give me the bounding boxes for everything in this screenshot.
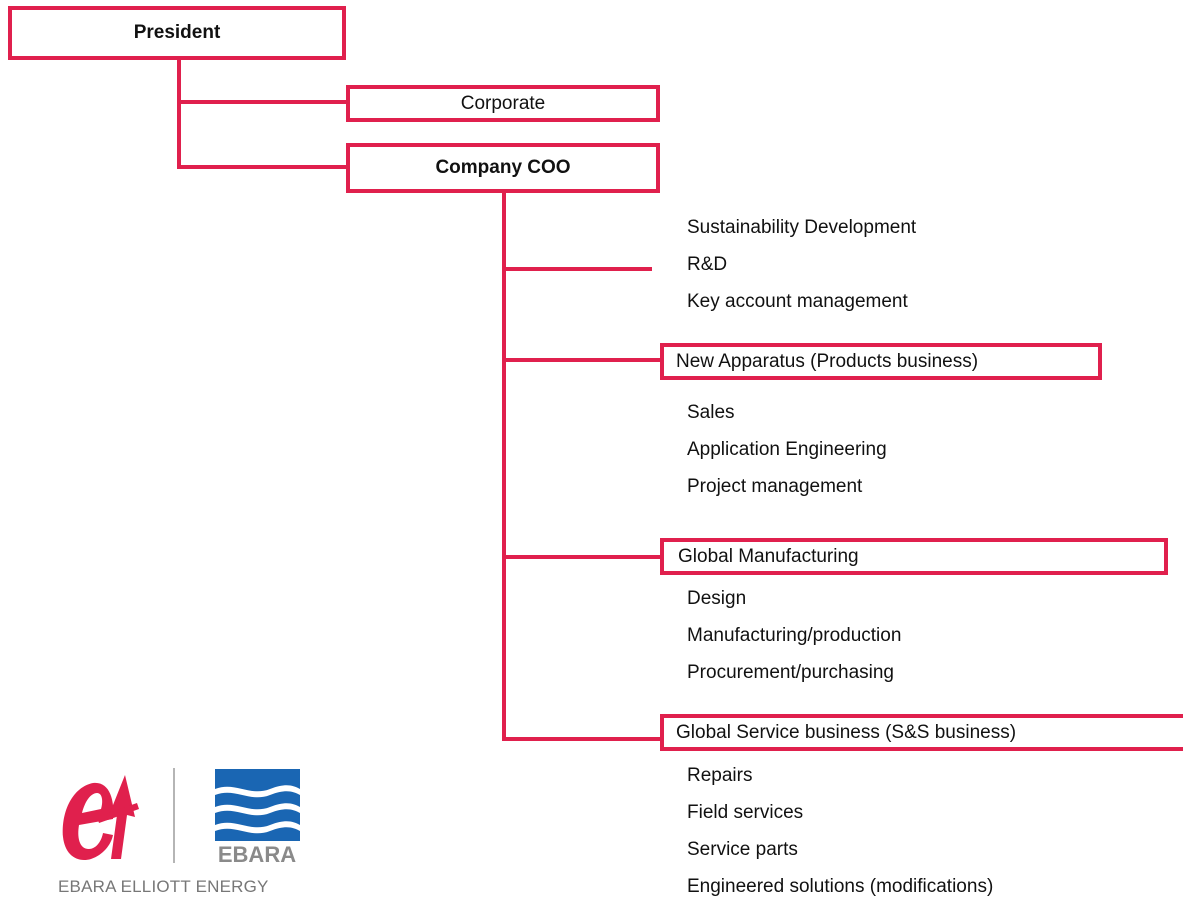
global-service-box: Global Service business (S&S business) <box>660 714 1183 751</box>
company-coo-box: Company COO <box>346 143 660 193</box>
company-name: EBARA ELLIOTT ENERGY <box>58 877 269 896</box>
list-item: Sustainability Development <box>687 217 917 238</box>
ebara-elliott-logo-icon: EBARA <box>62 768 300 867</box>
company-coo-label: Company COO <box>435 157 571 178</box>
connector-to-new-apparatus <box>502 358 660 362</box>
ebara-wordmark: EBARA <box>218 842 296 867</box>
president-box: President <box>8 6 346 60</box>
list-item: Repairs <box>687 765 753 786</box>
new-apparatus-box: New Apparatus (Products business) <box>660 343 1102 380</box>
list-item: Application Engineering <box>687 439 887 460</box>
list-item: Project management <box>687 476 863 497</box>
list-item: Procurement/purchasing <box>687 662 894 683</box>
list-item: Design <box>687 588 747 609</box>
connector-to-coo-functions <box>502 267 652 271</box>
global-service-label: Global Service business (S&S business) <box>676 721 1017 743</box>
list-item: Field services <box>687 802 804 823</box>
connector-to-global-manufacturing <box>502 555 660 559</box>
list-item: Sales <box>687 402 735 423</box>
connector-coo-trunk <box>502 190 506 741</box>
corporate-label: Corporate <box>460 92 546 114</box>
list-item: Service parts <box>687 839 798 860</box>
list-item: Manufacturing/production <box>687 625 902 646</box>
president-label: President <box>133 22 221 43</box>
list-item: R&D <box>687 254 728 275</box>
corporate-box: Corporate <box>346 85 660 122</box>
global-manufacturing-label: Global Manufacturing <box>678 545 859 567</box>
connector-to-global-service <box>502 737 660 741</box>
connector-to-coo <box>177 165 349 169</box>
list-item: Engineered solutions (modifications) <box>687 876 994 897</box>
connector-president-trunk <box>177 57 181 169</box>
new-apparatus-label: New Apparatus (Products business) <box>676 350 979 372</box>
list-item: Key account management <box>687 291 908 312</box>
global-manufacturing-box: Global Manufacturing <box>660 538 1168 575</box>
connector-to-corporate <box>177 100 349 104</box>
